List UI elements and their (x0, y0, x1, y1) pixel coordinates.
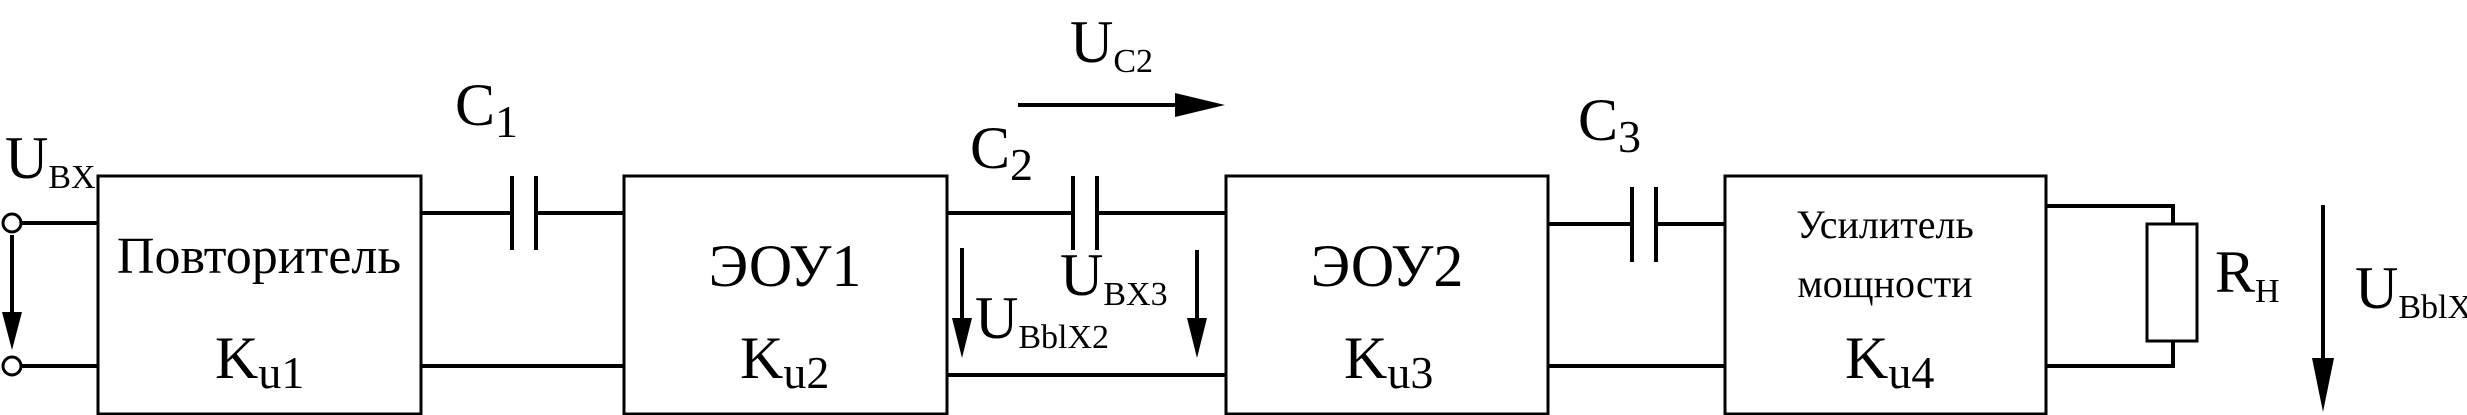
eou1-block (622, 174, 949, 415)
power-amp-title: Усилитель (1796, 202, 1973, 247)
input-terminal-top (1, 212, 23, 234)
uout-arrow (2312, 205, 2334, 412)
c2-label: C2 (970, 115, 1033, 190)
eou2-gain: Ku3 (1344, 325, 1433, 398)
c3-label: C3 (1578, 87, 1641, 162)
uc2-label: UC2 (1070, 9, 1153, 80)
eou1-title: ЭОУ1 (709, 233, 862, 299)
load-wire-top (2046, 204, 2175, 224)
power-amp-block (1723, 174, 2048, 415)
uin3-label: UBX3 (1060, 242, 1168, 313)
c1-label: C1 (455, 72, 518, 147)
uout2-label: UBblX2 (975, 285, 1109, 356)
load-resistor (2145, 222, 2199, 343)
repeater-gain: Ku1 (215, 325, 304, 398)
eou1-gain: Ku2 (740, 325, 829, 398)
input-voltage-arrow (2, 235, 22, 350)
rh-label: RH (2215, 239, 2280, 310)
repeater-block (96, 174, 423, 415)
eou2-title: ЭОУ2 (1311, 233, 1464, 299)
uc2-arrow (1018, 93, 1225, 117)
load-wire-bottom (2046, 341, 2175, 368)
u-in-label: UBX (5, 125, 96, 196)
input-terminal-bottom (1, 355, 23, 377)
uout-label: UBblX (2355, 255, 2467, 326)
eou2-block (1224, 174, 1550, 415)
repeater-title: Повторитель (117, 228, 401, 285)
uin3-arrow (1187, 250, 1207, 358)
power-amp-title-line2: мощности (1797, 261, 1972, 306)
uout2-arrow (952, 248, 972, 358)
power-amp-gain: Ku4 (1845, 325, 1934, 398)
